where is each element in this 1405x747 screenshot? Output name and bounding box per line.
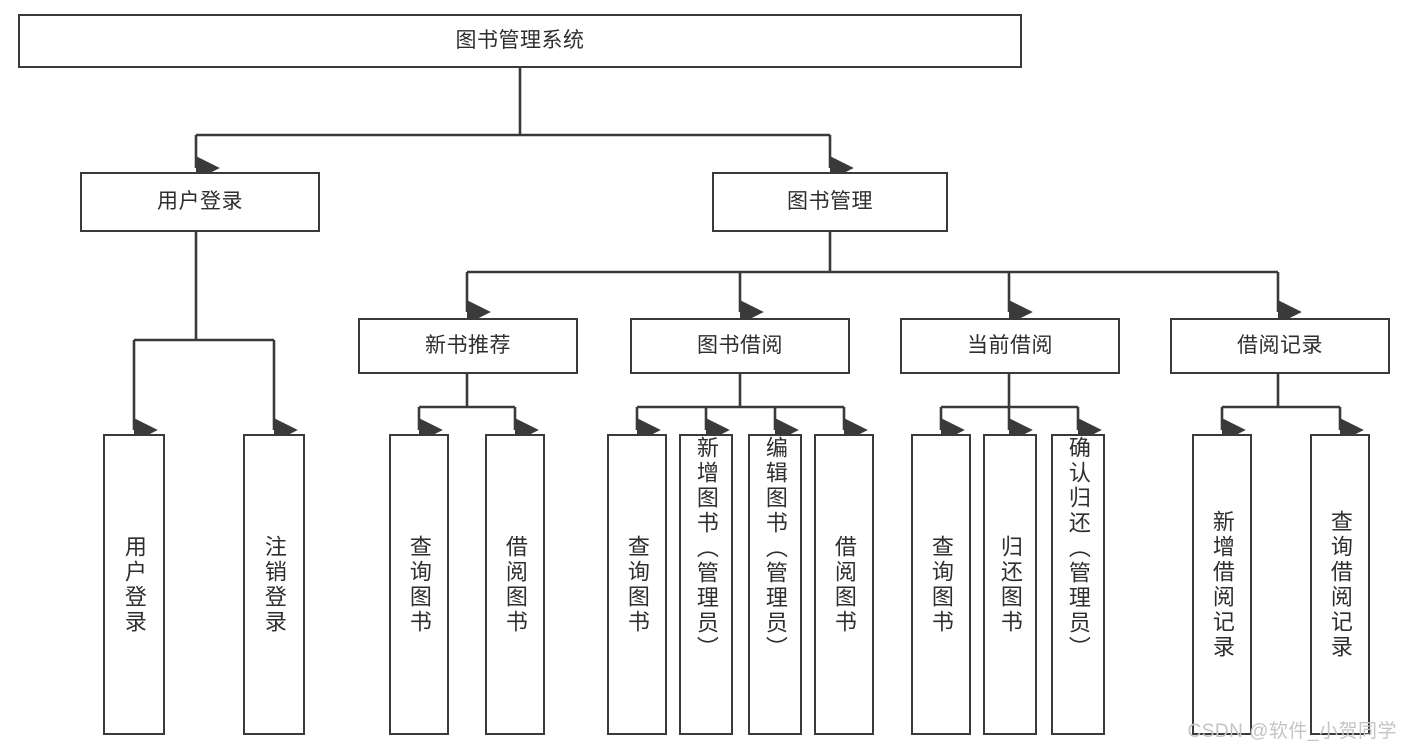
- node-book-management[interactable]: 图书管理: [712, 172, 948, 232]
- leaf-borrow-book-bb-label: 借阅图书: [831, 534, 857, 635]
- leaf-query-book-bb[interactable]: 查询图书: [607, 434, 667, 735]
- leaf-edit-book-admin[interactable]: 编辑图书（管理员）: [748, 434, 802, 735]
- leaf-query-borrow-record-label: 查询借阅记录: [1327, 509, 1353, 660]
- node-root-label: 图书管理系统: [455, 28, 585, 52]
- node-book-management-label: 图书管理: [787, 189, 873, 213]
- leaf-query-book-nb[interactable]: 查询图书: [389, 434, 449, 735]
- leaf-edit-book-admin-label: 编辑图书（管理员）: [762, 436, 788, 661]
- leaf-logout-label: 注销登录: [261, 534, 287, 635]
- leaf-add-book-admin[interactable]: 新增图书（管理员）: [679, 434, 733, 735]
- leaf-confirm-return-admin-label: 确认归还（管理员）: [1065, 436, 1091, 661]
- leaf-borrow-book-bb[interactable]: 借阅图书: [814, 434, 874, 735]
- watermark: CSDN @软件_小贺同学: [1187, 721, 1397, 742]
- node-current-borrow[interactable]: 当前借阅: [900, 318, 1120, 374]
- node-current-borrow-label: 当前借阅: [967, 333, 1053, 357]
- node-book-borrow-label: 图书借阅: [697, 333, 783, 357]
- leaf-return-book[interactable]: 归还图书: [983, 434, 1037, 735]
- leaf-query-book-nb-label: 查询图书: [406, 534, 432, 635]
- leaf-query-book-bb-label: 查询图书: [624, 534, 650, 635]
- leaf-add-book-admin-label: 新增图书（管理员）: [693, 436, 719, 661]
- node-new-book-recommend[interactable]: 新书推荐: [358, 318, 578, 374]
- leaf-add-borrow-record[interactable]: 新增借阅记录: [1192, 434, 1252, 735]
- leaf-borrow-book-nb-label: 借阅图书: [502, 534, 528, 635]
- leaf-user-login[interactable]: 用户登录: [103, 434, 165, 735]
- leaf-confirm-return-admin[interactable]: 确认归还（管理员）: [1051, 434, 1105, 735]
- leaf-add-borrow-record-label: 新增借阅记录: [1209, 509, 1235, 660]
- leaf-query-book-cb-label: 查询图书: [928, 534, 954, 635]
- node-root[interactable]: 图书管理系统: [18, 14, 1022, 68]
- leaf-borrow-book-nb[interactable]: 借阅图书: [485, 434, 545, 735]
- leaf-user-login-label: 用户登录: [121, 534, 147, 635]
- leaf-return-book-label: 归还图书: [997, 534, 1023, 635]
- node-borrow-record-label: 借阅记录: [1237, 333, 1323, 357]
- leaf-logout[interactable]: 注销登录: [243, 434, 305, 735]
- node-new-book-recommend-label: 新书推荐: [425, 333, 511, 357]
- leaf-query-borrow-record[interactable]: 查询借阅记录: [1310, 434, 1370, 735]
- node-user-login[interactable]: 用户登录: [80, 172, 320, 232]
- node-user-login-label: 用户登录: [157, 189, 243, 213]
- node-borrow-record[interactable]: 借阅记录: [1170, 318, 1390, 374]
- leaf-query-book-cb[interactable]: 查询图书: [911, 434, 971, 735]
- node-book-borrow[interactable]: 图书借阅: [630, 318, 850, 374]
